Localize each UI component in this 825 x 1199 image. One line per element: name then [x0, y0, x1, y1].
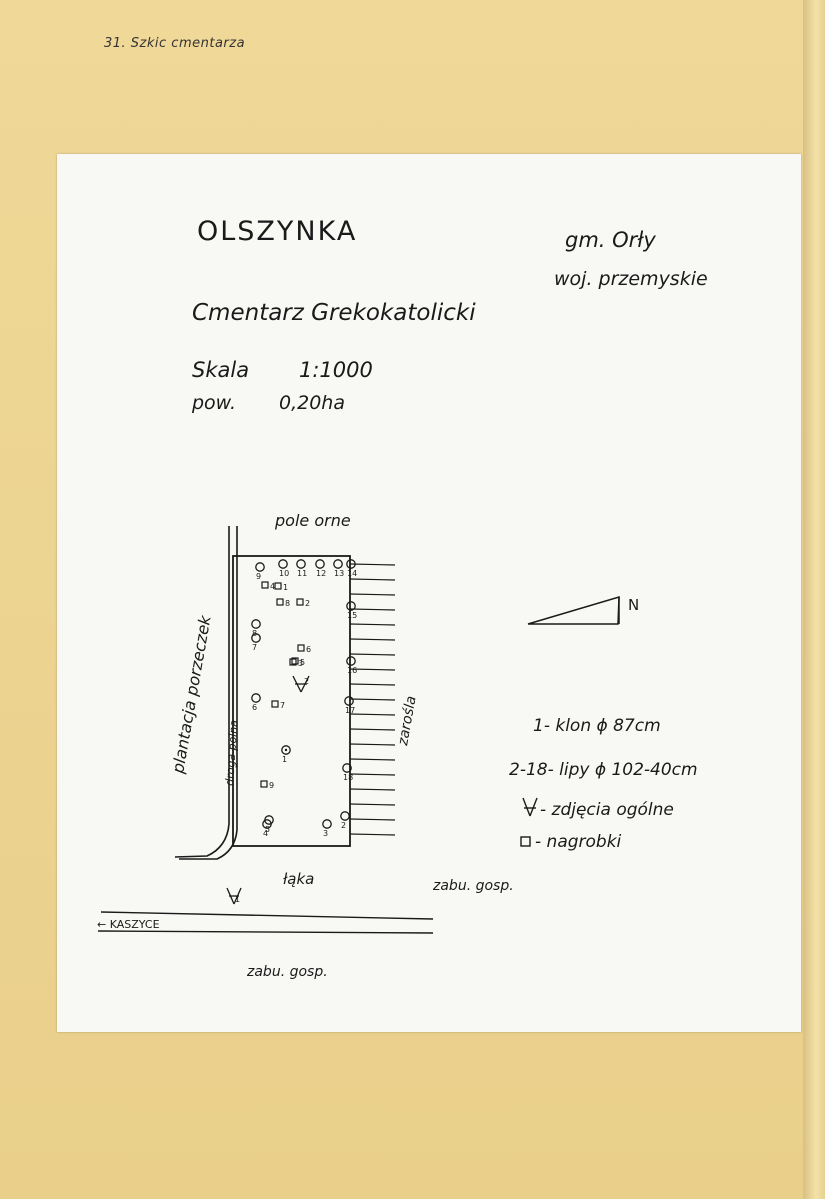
- scale-label: Skala: [192, 358, 250, 382]
- tree-11-number: 11: [297, 569, 307, 578]
- grave-7-number: 7: [280, 701, 285, 710]
- tree-9-number: 9: [256, 572, 261, 581]
- photo-marker-inside-icon: [292, 675, 310, 693]
- tree-17-number: 17: [345, 706, 355, 715]
- tree-1-center-dot: [284, 748, 288, 752]
- tree-8-icon: [251, 619, 261, 629]
- grave-1-number: 1: [283, 583, 288, 592]
- tree-18-icon: [342, 763, 352, 773]
- tree-5-number: 5: [265, 825, 270, 834]
- grave-2-number: 2: [305, 599, 310, 608]
- label-field-top: pole orne: [274, 511, 351, 530]
- cemetery-boundary: [232, 555, 351, 847]
- grave-6-icon: [297, 644, 305, 652]
- tree-3-number: 3: [323, 829, 328, 838]
- grave-7-icon: [271, 700, 279, 708]
- tree-11-icon: [296, 559, 306, 569]
- grave-9-number: 9: [269, 781, 274, 790]
- label-field-road: droga polna: [223, 719, 241, 786]
- tree-2-icon: [340, 811, 350, 821]
- grave-3-icon: [289, 658, 297, 666]
- grave-8-number: 8: [285, 599, 290, 608]
- photo-marker-outside-icon: [226, 887, 242, 905]
- commune-label: gm. Orły: [565, 228, 656, 252]
- tree-13-icon: [333, 559, 343, 569]
- tree-17-icon: [344, 696, 354, 706]
- label-farm-buildings-right: zabu. gosp.: [432, 878, 514, 894]
- north-arrow-icon: [527, 595, 620, 625]
- grave-3-number: 3: [298, 659, 303, 668]
- field-road: [174, 526, 238, 860]
- tree-15-number: 15: [347, 611, 357, 620]
- tree-12-number: 12: [316, 569, 326, 578]
- tree-9-icon: [255, 562, 265, 572]
- tree-1-icon: [281, 745, 291, 755]
- legend-grave-icon: [520, 836, 531, 847]
- legend-maple: 1- klon ϕ 87cm: [533, 716, 661, 736]
- tree-13-number: 13: [334, 569, 344, 578]
- grave-8-icon: [276, 598, 284, 606]
- grave-5-icon: [291, 657, 299, 665]
- sketch-sheet: OLSZYNKA gm. Orły woj. przemyskie Cmenta…: [57, 154, 801, 1032]
- tree-14-number: 14: [347, 569, 357, 578]
- tree-1-number: 1: [282, 755, 287, 764]
- tree-6-icon: [251, 693, 261, 703]
- tree-2-number: 2: [341, 821, 346, 830]
- legend-photos: - zdjęcia ogólne: [540, 800, 674, 820]
- grave-4-icon: [261, 581, 269, 589]
- grave-5-number: 5: [300, 658, 305, 667]
- tree-3-icon: [322, 819, 332, 829]
- tree-10-number: 10: [279, 569, 289, 578]
- cemetery-type: Cmentarz Grekokatolicki: [192, 300, 476, 326]
- legend-lindens: 2-18- lipy ϕ 102-40cm: [509, 760, 698, 780]
- tree-16-number: 16: [347, 666, 357, 675]
- photo-marker-outside-number: 1: [235, 895, 240, 904]
- grave-4-number: 4: [270, 582, 275, 591]
- tree-6-number: 6: [252, 703, 257, 712]
- tree-14-icon: [346, 559, 356, 569]
- area-label: pow.: [192, 392, 237, 414]
- north-label: N: [628, 596, 639, 614]
- tree-8-number: 8: [252, 629, 257, 638]
- grave-9-icon: [260, 780, 268, 788]
- folder-edge: [803, 0, 825, 1199]
- tree-10-icon: [278, 559, 288, 569]
- village-title: OLSZYNKA: [197, 216, 358, 247]
- grave-6-number: 6: [306, 645, 311, 654]
- tree-7-number: 7: [252, 643, 257, 652]
- label-plantation: plantacja porzeczek: [168, 613, 215, 775]
- grave-1-icon: [274, 582, 282, 590]
- label-shrubs: zarośla: [395, 695, 420, 748]
- label-farm-buildings-bottom: zabu. gosp.: [246, 964, 328, 980]
- road-direction-label: ← KASZYCE: [97, 918, 160, 931]
- area-value: 0,20ha: [279, 392, 345, 414]
- tree-5-icon: [264, 815, 274, 825]
- grave-2-icon: [296, 598, 304, 606]
- cemetery-sketch: N ← KASZYCE pole orne plantacja porzecze…: [97, 511, 639, 980]
- tree-15-icon: [346, 601, 356, 611]
- label-meadow: łąka: [283, 870, 314, 888]
- tree-16-icon: [346, 656, 356, 666]
- scale-value: 1:1000: [299, 358, 373, 382]
- legend-graves: - nagrobki: [535, 832, 622, 852]
- photo-marker-inside-number: 2: [304, 677, 309, 686]
- tree-12-icon: [315, 559, 325, 569]
- tree-4-number: 4: [263, 829, 268, 838]
- tree-18-number: 18: [343, 773, 353, 782]
- page-caption: 31. Szkic cmentarza: [104, 36, 246, 51]
- shrubs-hatching: [349, 563, 396, 836]
- road-kaszyce: [97, 911, 434, 934]
- tree-7-icon: [251, 633, 261, 643]
- province-label: woj. przemyskie: [554, 268, 708, 290]
- legend-photo-icon: [522, 797, 538, 817]
